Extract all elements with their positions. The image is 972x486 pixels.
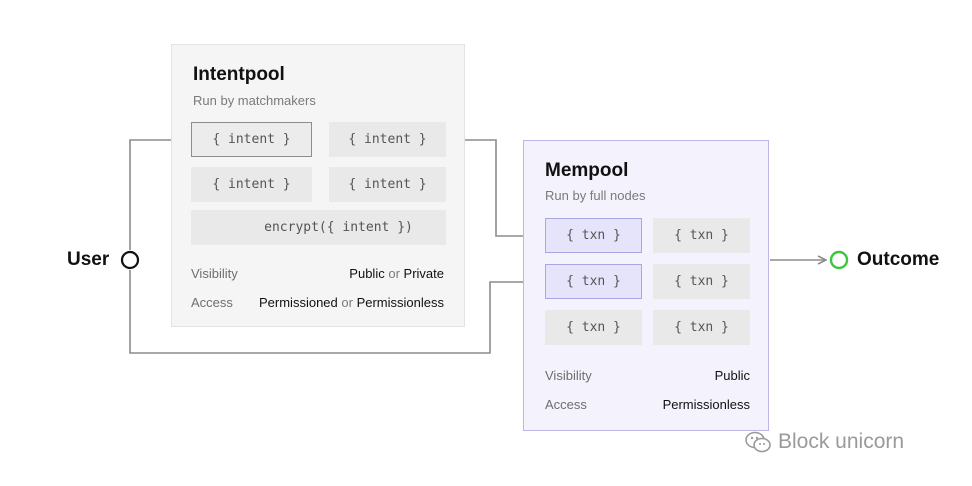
intent-chip: { intent } <box>191 167 312 202</box>
txn-chip: { txn } <box>545 310 642 345</box>
watermark: Block unicorn <box>744 430 904 454</box>
user-label: User <box>67 249 110 270</box>
outcome-label: Outcome <box>857 249 940 270</box>
mempool-visibility-label: Visibility <box>545 368 592 383</box>
txn-chip: { txn } <box>545 218 642 253</box>
intent-to-txn-line <box>446 139 543 236</box>
intentpool-visibility-label: Visibility <box>191 266 238 281</box>
user-node <box>120 250 140 270</box>
intentpool-panel: Intentpool Run by matchmakers { intent }… <box>171 44 465 327</box>
intent-chip: { intent } <box>191 122 312 157</box>
intent-chip: { intent } <box>329 167 446 202</box>
txn-chip: { txn } <box>653 264 750 299</box>
intent-chip: { intent } <box>329 122 446 157</box>
txn-chip: { txn } <box>545 264 642 299</box>
mempool-access-value: Permissionless <box>662 397 750 412</box>
outcome-node <box>829 250 849 270</box>
user-to-intent-line <box>129 140 190 250</box>
txn-chip: { txn } <box>653 310 750 345</box>
watermark-text: Block unicorn <box>778 430 905 453</box>
mempool-visibility-value: Public <box>714 368 750 383</box>
intentpool-access-label: Access <box>191 295 233 310</box>
intentpool-subtitle: Run by matchmakers <box>193 93 316 108</box>
user-to-txn-line <box>129 270 543 354</box>
mempool-panel: Mempool Run by full nodes { txn } { txn … <box>523 140 769 431</box>
encrypted-intent-chip: encrypt({ intent }) <box>191 210 446 245</box>
wechat-icon <box>745 431 771 453</box>
txn-chip: { txn } <box>653 218 750 253</box>
intentpool-visibility-value: Public or Private <box>349 266 444 281</box>
mempool-access-label: Access <box>545 397 587 412</box>
mempool-subtitle: Run by full nodes <box>545 188 646 203</box>
intentpool-access-value: Permissioned or Permissionless <box>259 295 444 310</box>
mempool-title: Mempool <box>545 160 629 181</box>
intentpool-title: Intentpool <box>193 64 285 85</box>
